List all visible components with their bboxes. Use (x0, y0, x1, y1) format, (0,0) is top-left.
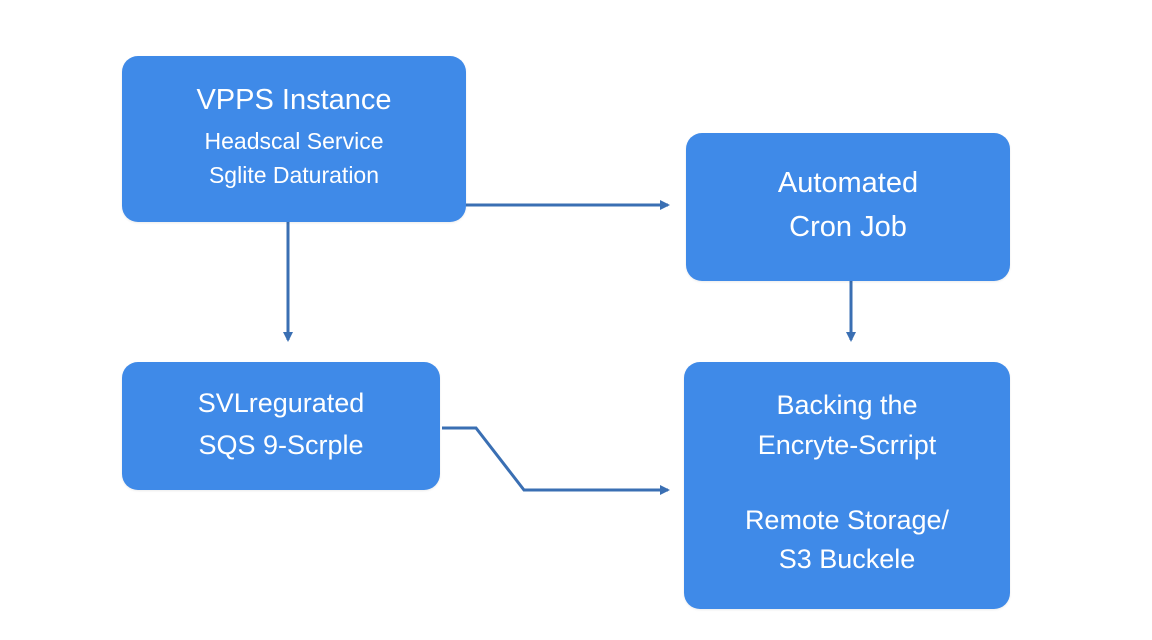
backup-line-3: Remote Storage/ (744, 505, 950, 535)
svl-line-2: SQS 9-Scrple (198, 430, 364, 460)
backup-storage-node: Backing the Encryte-Scrript Remote Stora… (684, 362, 1010, 609)
vpps-line-2: Headscal Service (204, 128, 384, 154)
vpps-title: VPPS Instance (196, 84, 392, 116)
cron-job-node: Automated Cron Job (686, 133, 1010, 281)
svl-line-1: SVLregurated (197, 388, 365, 418)
cron-line-1: Automated (777, 167, 919, 199)
svl-node: SVLregurated SQS 9-Scrple (122, 362, 440, 490)
edge-svl-to-backup (442, 426, 670, 495)
vpps-line-3: Sglite Daturation (208, 162, 380, 188)
cron-line-2: Cron Job (789, 211, 907, 243)
backup-line-4: S3 Buckele (778, 544, 916, 574)
backup-line-1: Backing the (776, 390, 918, 420)
backup-line-2: Encryte-Scrript (757, 430, 937, 460)
vpps-instance-node: VPPS Instance Headscal Service Sglite Da… (122, 56, 466, 222)
